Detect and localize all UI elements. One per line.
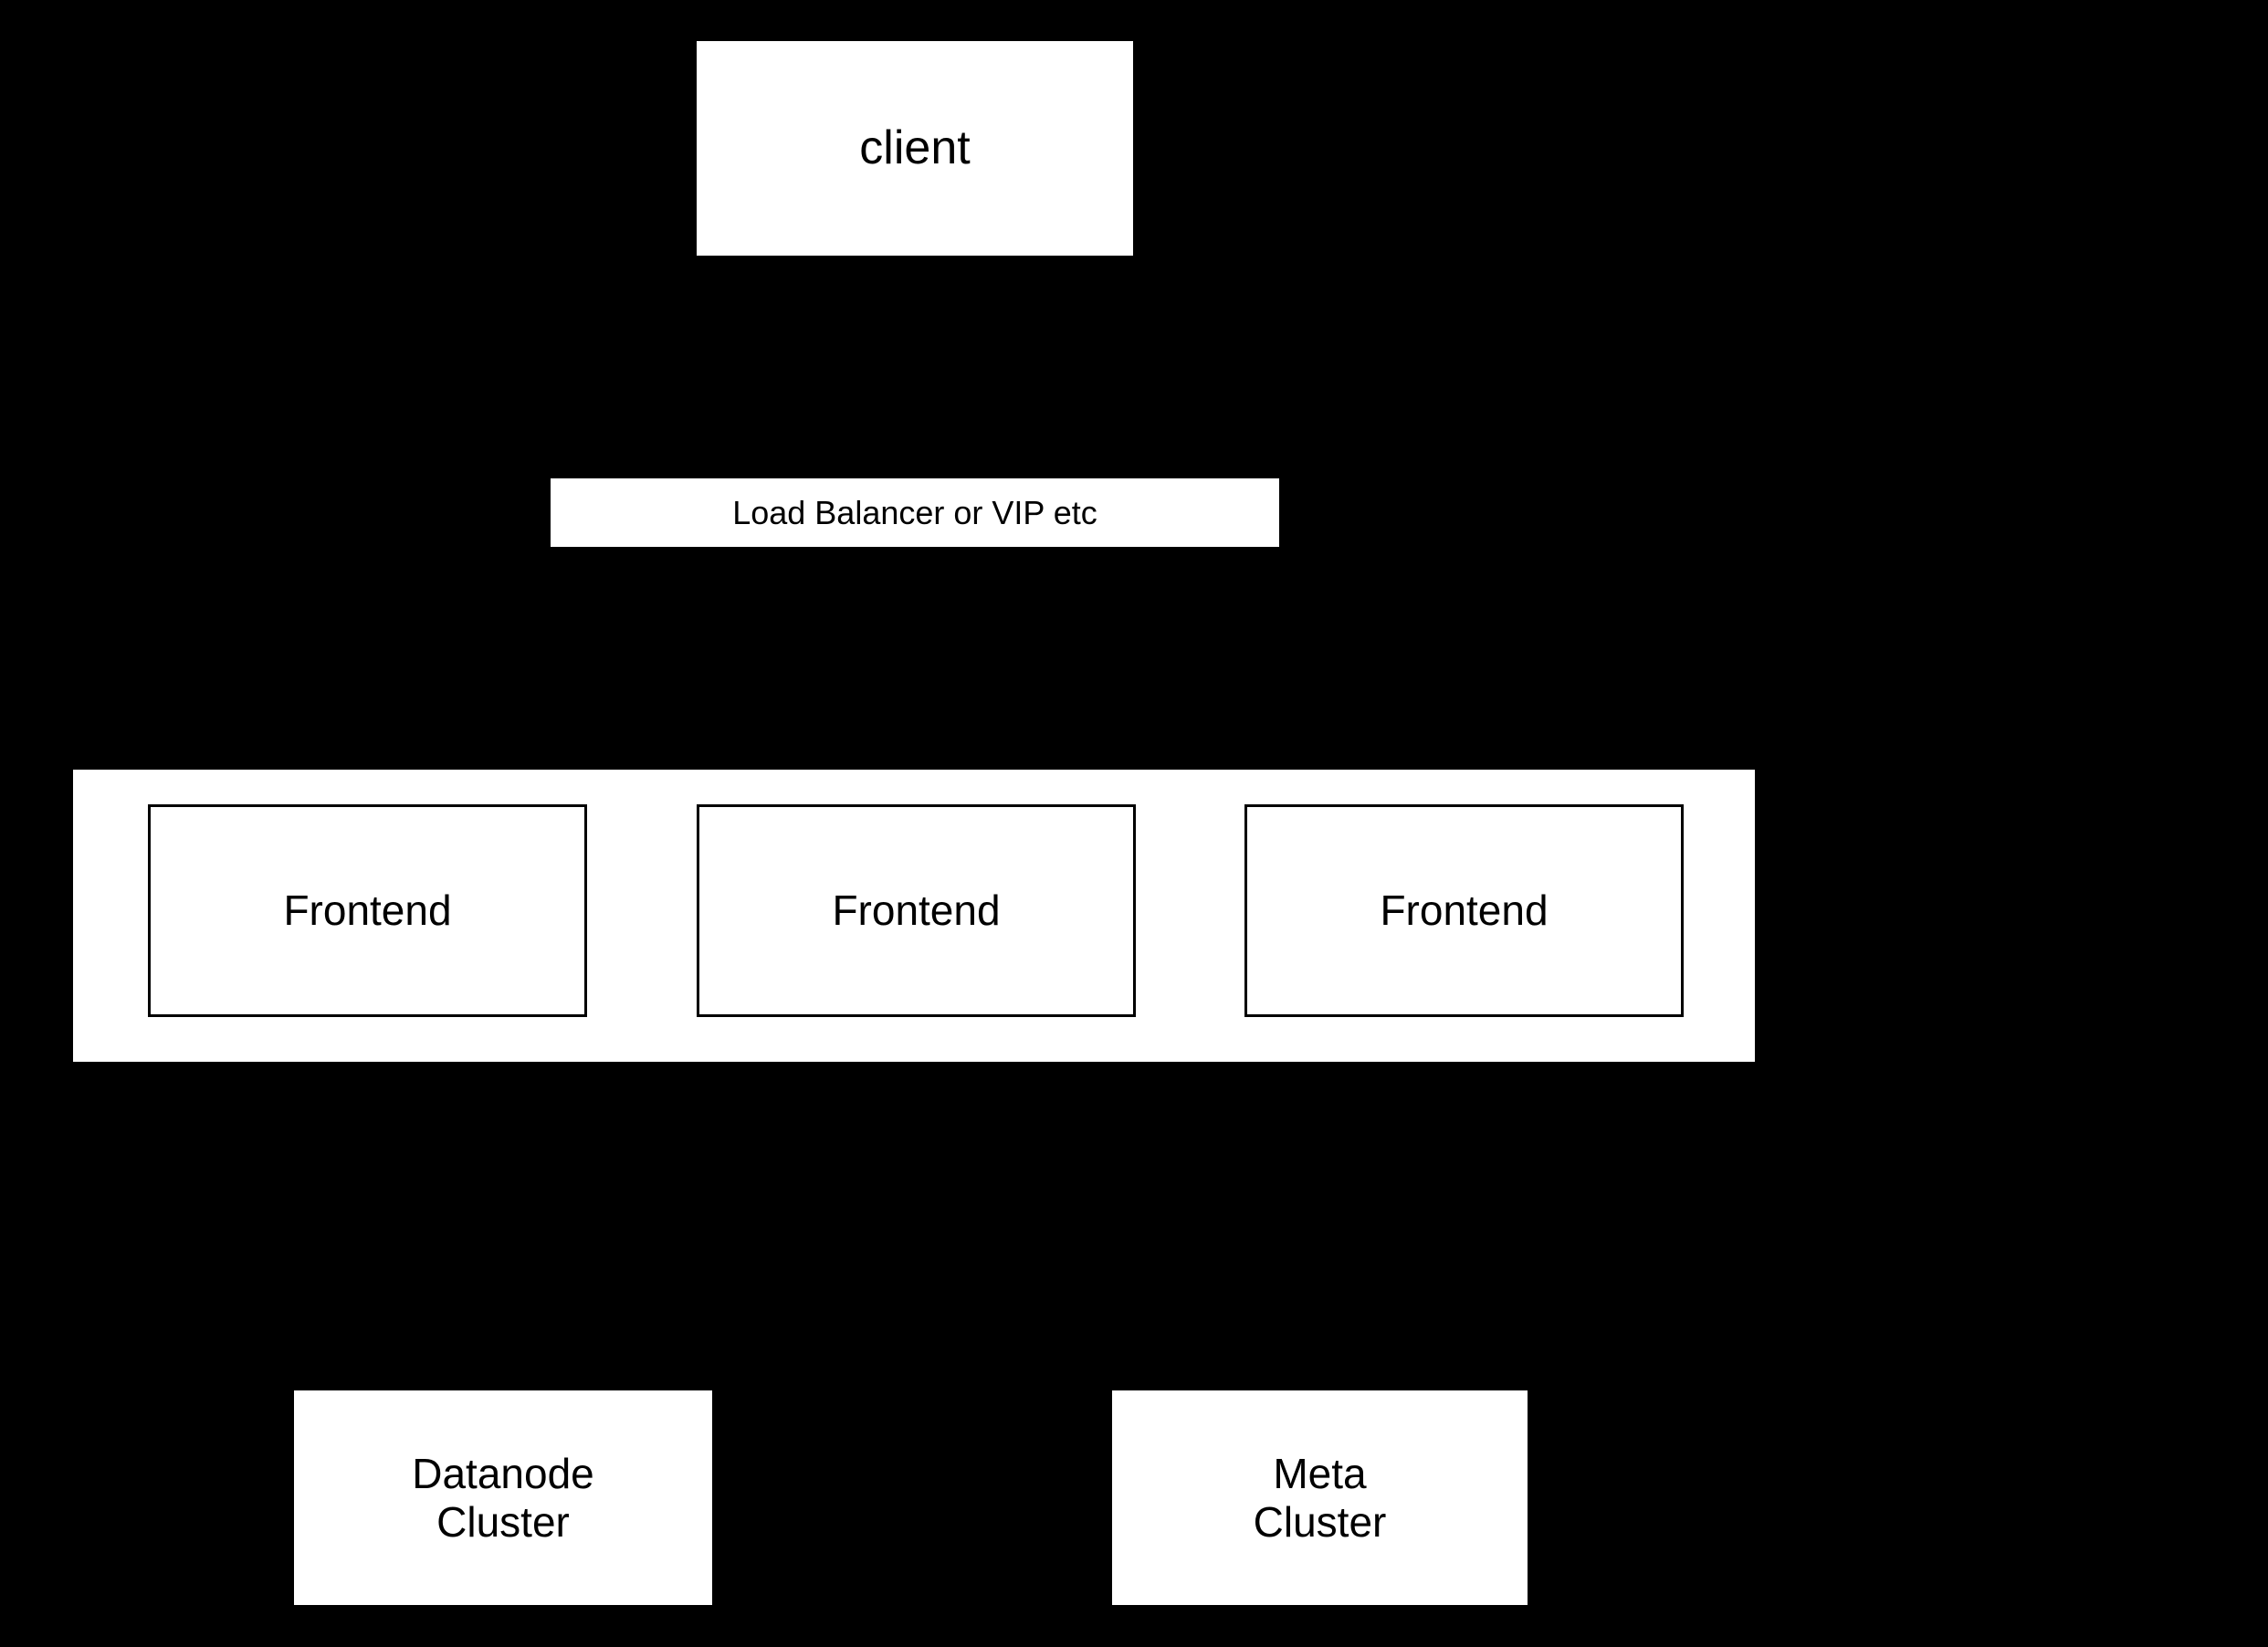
frontend-node-2-label: Frontend — [832, 886, 1001, 935]
frontend-node-2[interactable]: Frontend — [697, 804, 1136, 1017]
meta-cluster-node[interactable]: Meta Cluster — [1112, 1390, 1528, 1605]
load-balancer-node-label: Load Balancer or VIP etc — [732, 493, 1097, 531]
frontend-node-3[interactable]: Frontend — [1244, 804, 1684, 1017]
frontend-node-1[interactable]: Frontend — [148, 804, 587, 1017]
datanode-cluster-label: Datanode Cluster — [412, 1449, 594, 1546]
client-node[interactable]: client — [697, 41, 1133, 256]
frontend-node-1-label: Frontend — [283, 886, 452, 935]
frontend-node-3-label: Frontend — [1380, 886, 1549, 935]
client-node-label: client — [859, 121, 971, 174]
meta-cluster-label: Meta Cluster — [1253, 1449, 1387, 1546]
datanode-cluster-node[interactable]: Datanode Cluster — [294, 1390, 712, 1605]
load-balancer-node[interactable]: Load Balancer or VIP etc — [551, 478, 1279, 547]
